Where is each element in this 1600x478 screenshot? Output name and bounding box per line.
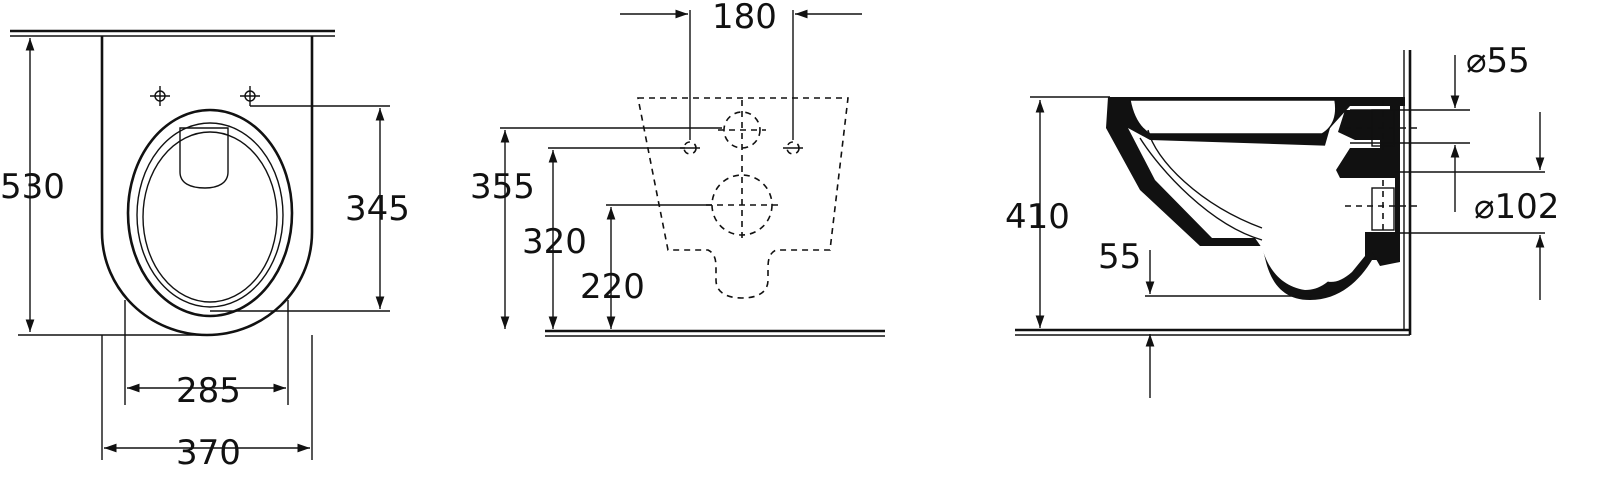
top-view: 530 345 285 370: [0, 29, 410, 473]
rear-view-dashed-outline: [637, 97, 849, 299]
dim-label-180: 180: [712, 0, 777, 37]
top-view-flush-outlet: [179, 127, 229, 189]
dim-label-285: 285: [176, 371, 241, 411]
top-view-bowl-opening: [142, 131, 278, 303]
rear-view: 180 355 320 220: [470, 0, 885, 337]
dim-label-diameter-55: ⌀55: [1466, 41, 1530, 81]
top-view-seat-outer: [126, 108, 294, 318]
dim-label-355: 355: [470, 167, 535, 207]
dim-label-diameter-102: ⌀102: [1474, 187, 1559, 227]
top-view-fixing-hole-right: [240, 86, 260, 106]
dim-label-410: 410: [1005, 197, 1070, 237]
dim-label-220: 220: [580, 267, 645, 307]
dim-label-55: 55: [1098, 237, 1141, 277]
top-view-seat-inner: [136, 122, 284, 308]
dim-label-370: 370: [176, 433, 241, 473]
dim-label-530: 530: [0, 167, 65, 207]
side-view: 410 55 ⌀55 ⌀102: [1005, 41, 1559, 398]
top-view-fixing-hole-left: [150, 86, 170, 106]
side-view-bowl-cavity: [1129, 99, 1337, 135]
top-view-outline: [100, 36, 314, 337]
dim-label-345: 345: [345, 189, 410, 229]
dim-label-320: 320: [522, 222, 587, 262]
rear-view-bolt-right: [783, 141, 803, 155]
